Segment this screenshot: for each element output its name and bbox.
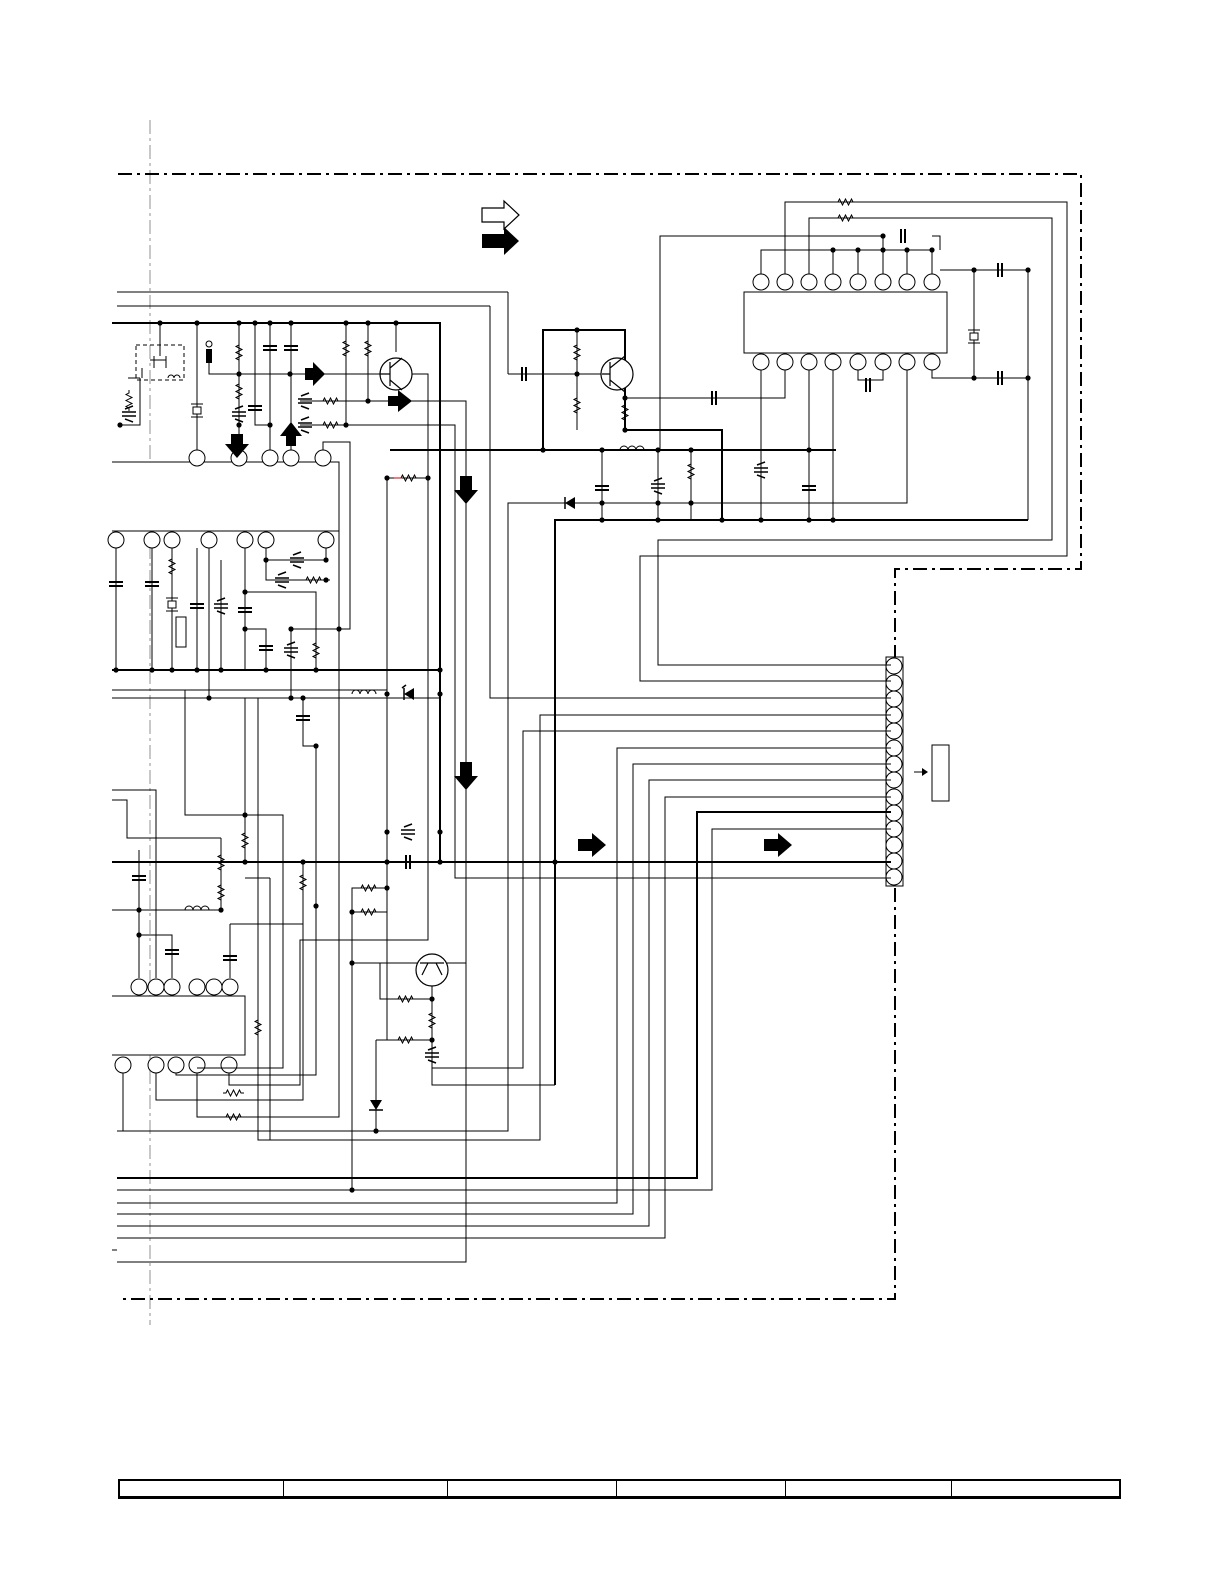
ic-block-lower bbox=[112, 996, 245, 1055]
diodes bbox=[369, 497, 575, 1110]
footer-cell bbox=[617, 1481, 786, 1496]
footer-table-strip bbox=[118, 1479, 1121, 1499]
footer-cell bbox=[952, 1481, 1119, 1496]
transformer-module bbox=[136, 345, 184, 380]
legend-hollow-arrow-icon bbox=[482, 201, 519, 229]
footer-cell bbox=[120, 1481, 284, 1496]
connector-target-box bbox=[914, 745, 949, 801]
highlight-nodes bbox=[385, 478, 402, 890]
ic-block-top-right bbox=[744, 292, 947, 353]
footer-cell bbox=[284, 1481, 448, 1496]
output-connector bbox=[886, 657, 903, 886]
legend-solid-arrow-icon bbox=[482, 227, 519, 255]
footer-cell bbox=[448, 1481, 617, 1496]
test-probe bbox=[206, 341, 212, 363]
ic-block-main bbox=[112, 462, 339, 531]
footer-cell bbox=[786, 1481, 952, 1496]
